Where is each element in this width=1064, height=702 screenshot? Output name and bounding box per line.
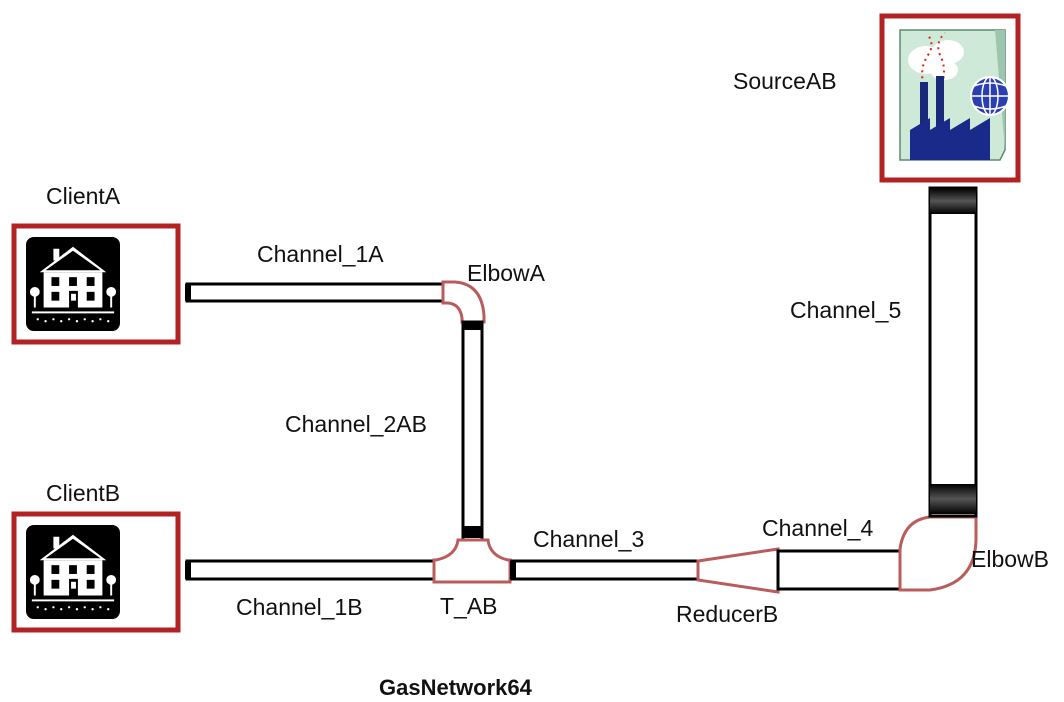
client-a-label: ClientA: [46, 183, 121, 209]
elbow-b-fitting: [898, 515, 978, 592]
channel-4-pipe: [776, 549, 902, 591]
channel-1b-label: Channel_1B: [236, 594, 363, 620]
channel-5-label: Channel_5: [790, 297, 901, 323]
channel-3-label: Channel_3: [533, 526, 644, 552]
factory-globe-icon: [899, 29, 1010, 161]
reducer-b-label: ReducerB: [676, 601, 778, 627]
client-a-frame: [11, 223, 181, 345]
source-ab-label: SourceAB: [733, 68, 837, 94]
t-ab-fitting: [432, 538, 512, 584]
elbow-b-label: ElbowB: [971, 546, 1049, 572]
channel-2ab-pipe: [461, 320, 484, 542]
channel-1a-label: Channel_1A: [257, 241, 384, 267]
channel-3-pipe: [510, 559, 700, 581]
elbow-a-label: ElbowA: [467, 260, 546, 286]
client-b-frame: [11, 511, 181, 633]
channel-5-pipe: [928, 186, 978, 518]
reducer-b-fitting: [696, 547, 780, 594]
t-ab-label: T_AB: [440, 593, 498, 619]
channel-1a-pipe: [185, 282, 445, 303]
house-icon: [26, 237, 120, 331]
channel-2ab-label: Channel_2AB: [285, 411, 427, 437]
client-b-label: ClientB: [46, 480, 120, 506]
source-ab-frame: [879, 13, 1021, 183]
house-icon: [26, 525, 120, 619]
channel-1b-pipe: [185, 559, 436, 581]
elbow-a-fitting: [441, 280, 486, 324]
diagram-title: GasNetwork64: [379, 675, 533, 700]
channel-4-label: Channel_4: [762, 515, 873, 541]
